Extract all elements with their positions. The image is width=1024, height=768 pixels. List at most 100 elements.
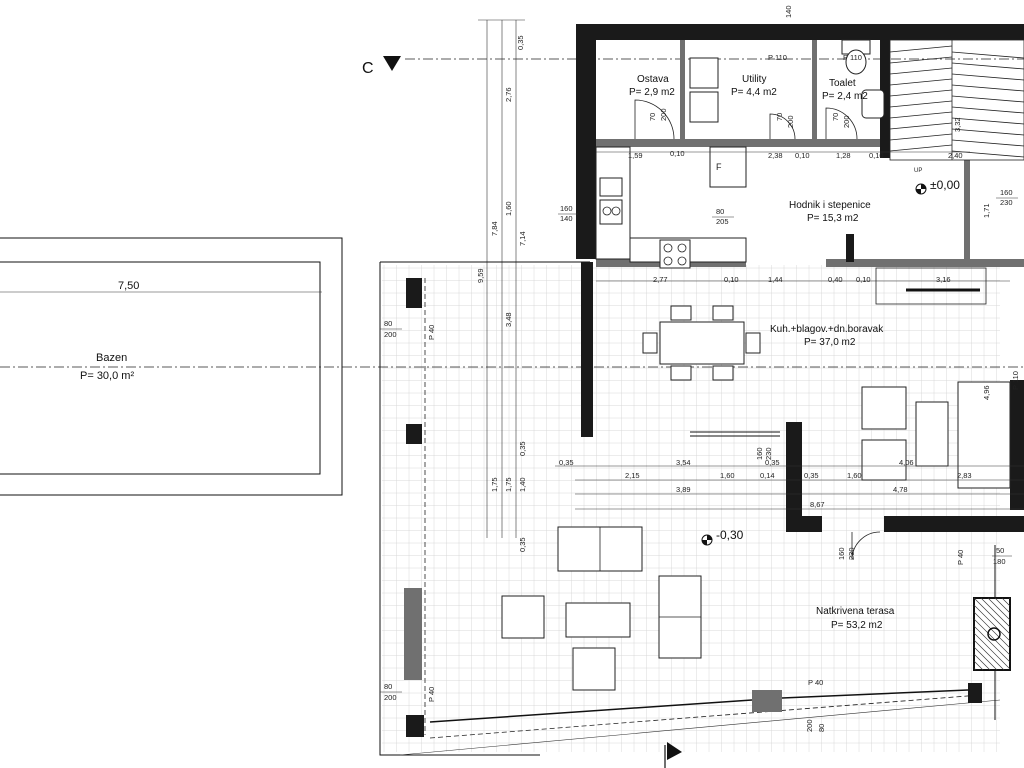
dim-a-5: 1,60 bbox=[847, 471, 862, 480]
stair-tread bbox=[951, 62, 1024, 70]
utility-area: P= 4,4 m2 bbox=[731, 87, 777, 98]
door-terrace-icon bbox=[851, 531, 881, 561]
kuhinja-area: P= 37,0 m2 bbox=[804, 337, 856, 348]
opening-32: 4,96 bbox=[982, 385, 991, 400]
sofa-icon bbox=[957, 381, 1011, 489]
kitchen-sink-icon bbox=[599, 177, 623, 197]
chair-1-icon bbox=[670, 305, 692, 321]
opening-25: 70 bbox=[775, 113, 784, 121]
stair-tread bbox=[951, 95, 1024, 103]
opening-33: 1,71 bbox=[982, 203, 991, 218]
stair-tread bbox=[951, 117, 1024, 125]
dim-a-2: 3,54 bbox=[676, 458, 691, 467]
furniture: F bbox=[501, 39, 1011, 691]
stair-tread bbox=[951, 73, 1024, 81]
staircase: UP bbox=[889, 39, 1024, 174]
stair-tread bbox=[951, 106, 1024, 114]
pillar-4 bbox=[406, 715, 424, 737]
hatch-line bbox=[973, 653, 991, 671]
opening-15: 160 bbox=[1000, 188, 1013, 197]
toalet-area: P= 2,4 m2 bbox=[822, 91, 868, 102]
dim-v-11: 1,40 bbox=[518, 477, 527, 492]
hatch-line bbox=[973, 611, 1011, 649]
dim-v-12: 0,35 bbox=[518, 537, 527, 552]
dim-top-1: 1,59 bbox=[628, 151, 643, 160]
dim-b-2: 1,60 bbox=[720, 471, 735, 480]
level-terrace: -0,30 bbox=[716, 528, 744, 542]
terrace-armchair-1-icon bbox=[501, 595, 545, 639]
stair-tread bbox=[889, 89, 953, 97]
opening-2: 200 bbox=[384, 330, 397, 339]
pillar-6 bbox=[968, 683, 982, 703]
opening-29: P 110 bbox=[768, 53, 787, 62]
partition-storage bbox=[596, 139, 746, 147]
wall-terrace-corner bbox=[786, 516, 822, 532]
dim-top-4: 0,10 bbox=[795, 151, 810, 160]
opening-28: 200 bbox=[842, 115, 851, 128]
section-c-label: C bbox=[362, 60, 374, 77]
dim-c-2: 4,78 bbox=[893, 485, 908, 494]
stair-tread bbox=[889, 67, 953, 75]
left-vertical-dimensions: 0,35 2,76 7,84 7,14 1,60 3,48 9,59 0,35 … bbox=[476, 19, 527, 552]
wall-top bbox=[576, 24, 1024, 40]
ostava-name: Ostava bbox=[637, 74, 669, 85]
pool-outer-edge bbox=[0, 237, 343, 496]
opening-6: P 40 bbox=[427, 687, 436, 702]
pool: 7,50 Bazen P= 30,0 m² bbox=[0, 237, 343, 496]
dim-mid-4: 0,40 bbox=[828, 275, 843, 284]
dim-v-2: 2,76 bbox=[504, 87, 513, 102]
chair-5-icon bbox=[642, 332, 658, 354]
opening-34: P 110 bbox=[1011, 371, 1020, 390]
fireplace bbox=[973, 597, 1011, 671]
dim-a-6: 4,06 bbox=[899, 458, 914, 467]
dim-d-1: 8,67 bbox=[810, 500, 825, 509]
hatch-line bbox=[973, 618, 1011, 656]
opening-20: P 40 bbox=[808, 678, 823, 687]
chair-4-icon bbox=[712, 365, 734, 381]
dim-v-1: 0,35 bbox=[516, 35, 525, 50]
dim-b-4: 2,83 bbox=[957, 471, 972, 480]
fridge-icon bbox=[709, 146, 747, 188]
opening-23: 70 bbox=[648, 113, 657, 121]
opening-21: 200 bbox=[805, 719, 814, 732]
opening-1: 80 bbox=[384, 319, 392, 328]
stair-tread bbox=[951, 139, 1024, 147]
hatch-line bbox=[1001, 597, 1011, 607]
dimension-rows: 1,59 0,10 2,38 0,10 1,28 0,10 2,40 2,77 … bbox=[555, 149, 1024, 510]
hatch-line bbox=[973, 667, 977, 671]
wall-stub bbox=[846, 234, 854, 262]
fireplace-flue-icon bbox=[987, 627, 1001, 641]
dim-mid-5: 0,10 bbox=[856, 275, 871, 284]
dim-v-4: 7,14 bbox=[518, 231, 527, 246]
opening-7: 160 bbox=[560, 204, 573, 213]
dim-top-5: 1,28 bbox=[836, 151, 851, 160]
hatch-line bbox=[973, 597, 1011, 635]
opening-10: 205 bbox=[716, 217, 729, 226]
dim-top-7: 2,40 bbox=[948, 151, 963, 160]
section-bottom-arrow-icon bbox=[667, 742, 682, 760]
stair-tread bbox=[951, 128, 1024, 136]
wall-stair bbox=[964, 160, 970, 260]
stair-tread bbox=[889, 78, 953, 86]
washer-icon bbox=[689, 57, 719, 89]
pillar-2 bbox=[406, 424, 422, 444]
doors bbox=[634, 99, 881, 561]
tv-unit bbox=[875, 267, 987, 305]
opening-27: 70 bbox=[831, 113, 840, 121]
pillar-1 bbox=[406, 278, 422, 308]
dim-v-8: 0,35 bbox=[518, 441, 527, 456]
opening-26: 200 bbox=[786, 115, 795, 128]
door-utility-icon bbox=[769, 113, 796, 140]
pool-inner-edge bbox=[0, 261, 321, 475]
dim-b-3: 0,14 bbox=[760, 471, 775, 480]
wall-terrace-right bbox=[884, 516, 1024, 532]
dining-table bbox=[659, 321, 745, 365]
hatch-line bbox=[973, 604, 1011, 642]
pool-name: Bazen bbox=[96, 352, 127, 364]
dim-top-6: 0,10 bbox=[869, 151, 884, 160]
stair-tread bbox=[889, 144, 953, 152]
kuhinja-name: Kuh.+blagov.+dn.boravak bbox=[770, 324, 884, 335]
section-c-arrow-icon bbox=[383, 56, 401, 71]
hatch-line bbox=[973, 632, 1011, 670]
stair-tread bbox=[889, 100, 953, 108]
